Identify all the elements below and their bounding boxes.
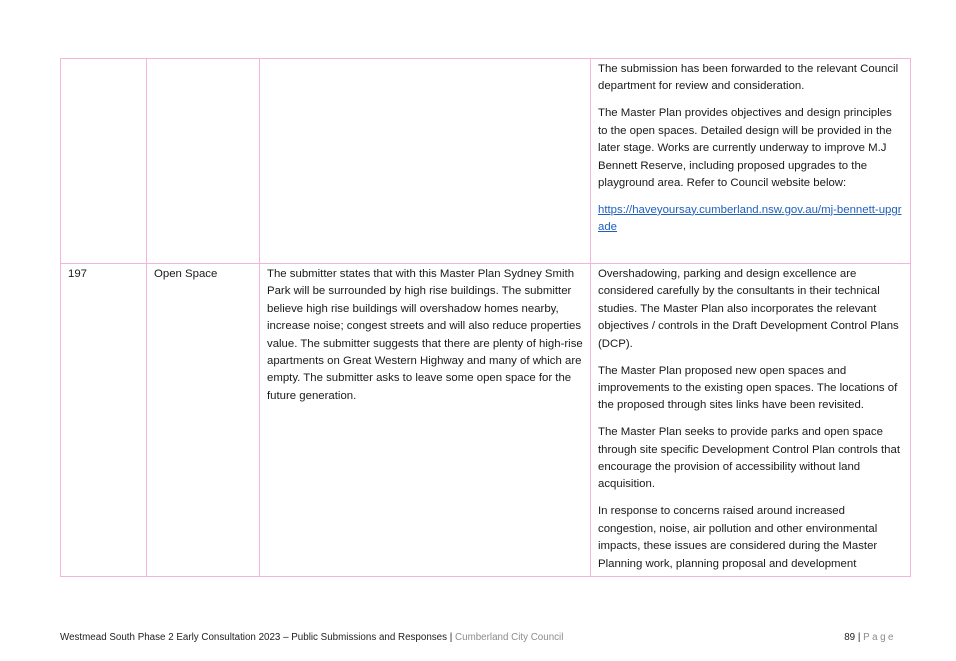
response-cell: The submission has been forwarded to the… [590, 58, 911, 264]
response-paragraph: In response to concerns raised around in… [598, 505, 878, 570]
submission-text: The submitter states that with this Mast… [267, 268, 583, 402]
topic-cell [146, 58, 260, 264]
council-website-link[interactable]: https://haveyoursay.cumberland.nsw.gov.a… [598, 203, 902, 234]
submission-id-cell [60, 58, 147, 264]
submission-cell: The submitter states that with this Mast… [259, 263, 591, 577]
footer-document-title: Westmead South Phase 2 Early Consultatio… [60, 632, 448, 643]
response-paragraph: The Master Plan provides objectives and … [598, 107, 892, 189]
page-label: Page [863, 632, 896, 643]
page-separator: | [857, 632, 861, 643]
footer-page-info: 89 | Page [844, 632, 896, 643]
response-paragraph: The submission has been forwarded to the… [598, 63, 899, 93]
submission-id-cell: 197 [60, 263, 147, 577]
topic-cell: Open Space [146, 263, 260, 577]
table-row: 197 Open Space The submitter states that… [60, 263, 911, 577]
response-paragraph: The Master Plan seeks to provide parks a… [598, 426, 901, 491]
footer-council-name: Cumberland City Council [455, 632, 564, 643]
submissions-table: The submission has been forwarded to the… [60, 58, 911, 577]
response-paragraph: The Master Plan proposed new open spaces… [598, 364, 898, 412]
response-cell: Overshadowing, parking and design excell… [590, 263, 911, 577]
submission-cell [259, 58, 591, 264]
table-row: The submission has been forwarded to the… [60, 58, 911, 264]
page-number: 89 [844, 632, 856, 643]
footer-left: Westmead South Phase 2 Early Consultatio… [60, 632, 563, 643]
response-paragraph: Overshadowing, parking and design excell… [598, 268, 899, 350]
response-link-paragraph: https://haveyoursay.cumberland.nsw.gov.a… [598, 202, 903, 237]
footer-separator: | [449, 632, 453, 643]
